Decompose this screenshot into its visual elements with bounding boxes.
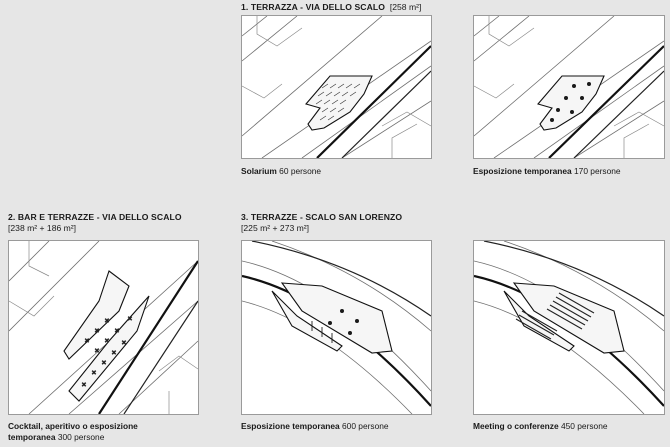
section-1-title: 1. TERRAZZA - VIA DELLO SCALO (241, 2, 386, 12)
svg-text:✖: ✖ (121, 339, 127, 347)
section-2-title: 2. BAR E TERRAZZE - VIA DELLO SCALO (8, 212, 182, 222)
section-3-area: [225 m² + 273 m²] (241, 223, 310, 233)
caption-solarium-label: Solarium (241, 166, 277, 176)
svg-text:✖: ✖ (101, 359, 107, 367)
caption-esposizione-600: Esposizione temporanea 600 persone (241, 421, 389, 432)
section-3-title: 3. TERRAZZE - SCALO SAN LORENZO (241, 212, 403, 222)
svg-text:✖: ✖ (94, 347, 100, 355)
section-2-area: [238 m² + 186 m²] (8, 223, 77, 233)
plan-solarium (241, 15, 432, 159)
caption-cocktail: Cocktail, aperitivo o esposizione tempor… (8, 421, 138, 442)
section-3-heading: 3. TERRAZZE - SCALO SAN LORENZO [225 m² … (241, 212, 402, 234)
svg-text:✖: ✖ (104, 317, 110, 325)
caption-cocktail-capacity: 300 persone (57, 431, 105, 442)
plan-esposizione-170 (473, 15, 665, 159)
svg-text:✖: ✖ (91, 369, 97, 377)
plan-meeting (473, 240, 665, 415)
caption-cocktail-line1: Cocktail, aperitivo o esposizione (8, 421, 138, 431)
caption-cocktail-line2: temporanea (8, 431, 56, 442)
caption-esposizione-170-capacity: 170 persone (574, 166, 621, 176)
plan-esposizione-600 (241, 240, 432, 415)
plan-cocktail: ✖✖✖ ✖✖✖ ✖✖✖ ✖✖✖ (8, 240, 199, 415)
section-1-area: [258 m²] (389, 2, 422, 12)
caption-meeting-label: Meeting o conferenze (473, 421, 559, 431)
caption-solarium: Solarium 60 persone (241, 166, 321, 177)
caption-esposizione-170-label: Esposizione temporanea (473, 166, 572, 176)
caption-esposizione-600-label: Esposizione temporanea (241, 421, 340, 431)
caption-esposizione-170: Esposizione temporanea 170 persone (473, 166, 621, 177)
svg-text:✖: ✖ (84, 337, 90, 345)
svg-text:✖: ✖ (94, 327, 100, 335)
caption-esposizione-600-capacity: 600 persone (342, 421, 389, 431)
caption-meeting-capacity: 450 persone (560, 421, 608, 431)
svg-text:✖: ✖ (81, 381, 87, 389)
section-1-heading: 1. TERRAZZA - VIA DELLO SCALO [258 m²] (241, 2, 421, 13)
svg-text:✖: ✖ (114, 327, 120, 335)
svg-text:✖: ✖ (127, 315, 133, 323)
svg-text:✖: ✖ (111, 349, 117, 357)
section-2-heading: 2. BAR E TERRAZZE - VIA DELLO SCALO [238… (8, 212, 182, 234)
caption-solarium-capacity: 60 persone (279, 166, 322, 176)
caption-meeting: Meeting o conferenze 450 persone (473, 421, 608, 432)
svg-text:✖: ✖ (104, 337, 110, 345)
